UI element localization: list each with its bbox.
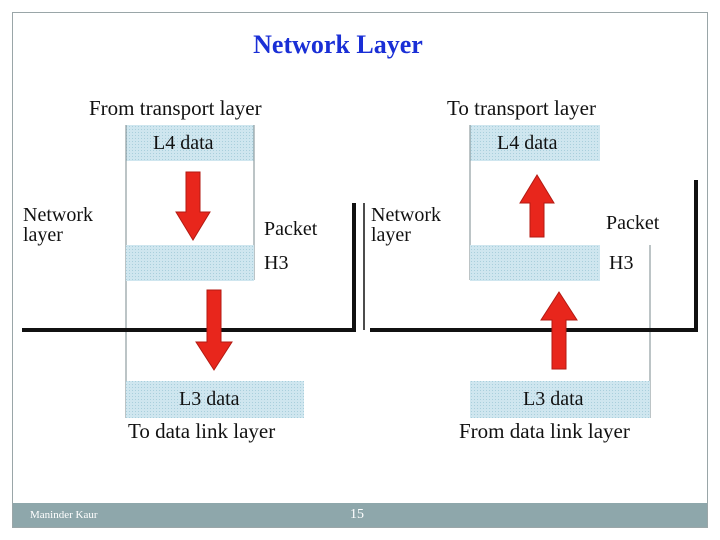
left-packet-label: Packet	[264, 218, 318, 240]
left-l3-data-box	[126, 381, 304, 418]
right-layer-label: layer	[371, 224, 411, 246]
left-l4-data-box	[126, 125, 254, 161]
left-bottom-label: To data link layer	[128, 419, 276, 443]
right-layer-boundary	[370, 180, 698, 332]
left-arrow-down-top	[175, 171, 211, 241]
right-arrow-up-top	[519, 174, 555, 238]
right-h3-label: H3	[609, 252, 634, 274]
left-h3-header-band	[126, 245, 254, 281]
right-packet-label: Packet	[606, 212, 660, 234]
left-layer-label: layer	[23, 224, 63, 246]
left-l4-data-label: L4 data	[153, 132, 214, 154]
left-h3-label: H3	[264, 252, 289, 274]
right-l4-data-label: L4 data	[497, 132, 558, 154]
footer-bar	[13, 503, 707, 527]
left-arrow-down-bottom	[195, 289, 233, 371]
right-arrow-up-bottom	[540, 291, 578, 370]
page-number: 15	[350, 507, 364, 522]
left-l3-data-label: L3 data	[179, 388, 240, 410]
right-l4-data-box	[470, 125, 600, 161]
left-layer-boundary	[22, 203, 356, 332]
right-l3-data-label: L3 data	[523, 388, 584, 410]
right-network-label: Network	[371, 204, 441, 226]
right-bottom-label: From data link layer	[459, 419, 630, 443]
right-top-label: To transport layer	[447, 96, 596, 120]
left-network-label: Network	[23, 204, 93, 226]
right-h3-header-band	[470, 245, 600, 281]
left-top-label: From transport layer	[89, 96, 262, 120]
slide-title: Network Layer	[253, 30, 423, 59]
footer-author: Maninder Kaur	[30, 509, 98, 521]
right-l3-data-box	[470, 381, 650, 418]
